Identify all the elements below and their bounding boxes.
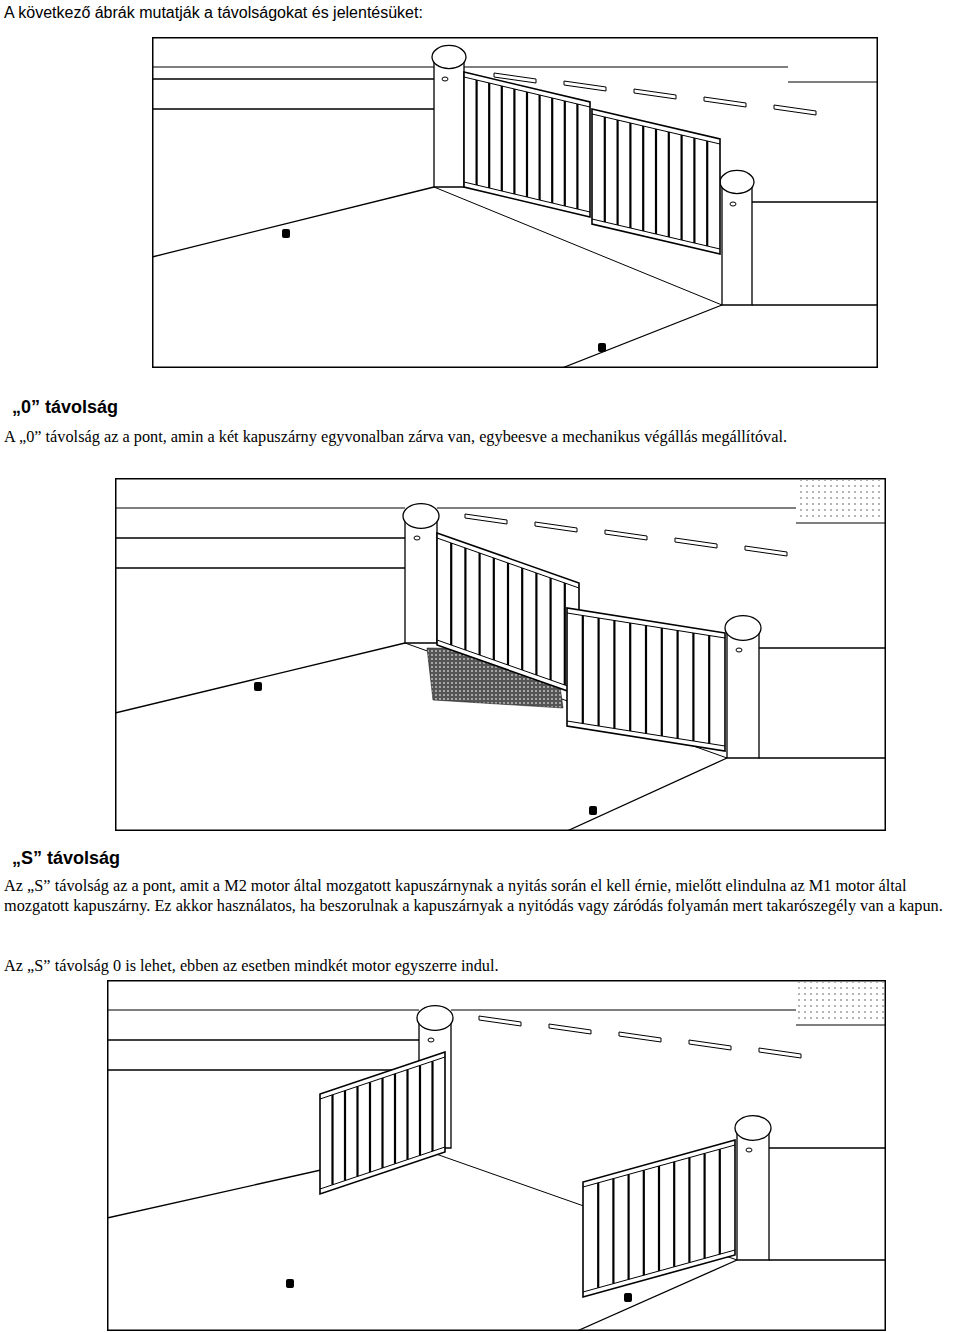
paragraph: A „0” távolság az a pont, amin a két kap…: [4, 427, 794, 447]
paragraph: Az „S” távolság 0 is lehet, ebben az ese…: [4, 956, 956, 976]
section-heading: „0” távolság: [12, 397, 412, 418]
intro-text: A következő ábrák mutatják a távolságoka…: [4, 4, 944, 22]
gate-closed-illustration: [152, 37, 878, 368]
section-heading: „S” távolság: [12, 848, 412, 869]
gate-open-illustration: [107, 980, 886, 1331]
gate-s-distance-illustration: [115, 478, 886, 831]
paragraph: Az „S” távolság az a pont, amit a M2 mot…: [4, 876, 956, 916]
